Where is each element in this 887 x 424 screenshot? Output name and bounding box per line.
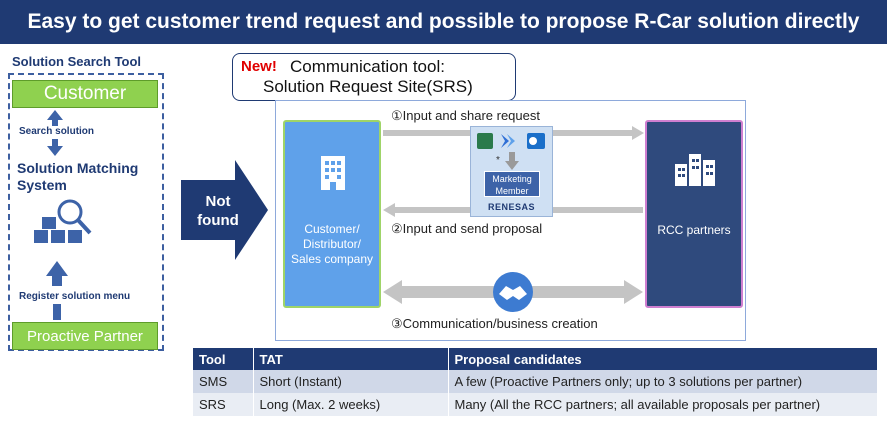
- table-cell: SRS: [193, 393, 254, 416]
- proactive-partner-label: Proactive Partner: [27, 327, 143, 345]
- up-arrow-icon: [47, 110, 63, 126]
- solution-search-tool-frame: [8, 73, 164, 351]
- register-solution-menu-label: Register solution menu: [19, 291, 131, 302]
- marketing-line1: Marketing: [492, 174, 532, 184]
- table-row: SRS Long (Max. 2 weeks) Many (All the RC…: [193, 393, 878, 416]
- step-3-label: ③Communication/business creation: [391, 316, 598, 331]
- building-icon: [321, 156, 345, 190]
- marketing-line2: Member: [495, 186, 529, 196]
- srs-title-box: [232, 53, 516, 101]
- table-cell: Short (Instant): [253, 370, 449, 393]
- customer-line-3: Sales company: [290, 252, 374, 266]
- not-found-line1: Not: [205, 193, 231, 210]
- city-buildings-icon: [675, 154, 715, 186]
- rcc-partners-column: RCC partners: [645, 120, 743, 308]
- customer-line-2: Distributor/: [302, 237, 361, 251]
- not-found-label: Not found: [190, 192, 246, 230]
- matching-system-icon: [34, 199, 92, 243]
- customer-line-1: Customer/: [304, 222, 360, 236]
- office-apps-icon: [477, 133, 545, 149]
- marketing-member-box: Marketing Member: [484, 171, 540, 197]
- handshake-icon: [493, 272, 533, 312]
- header-tool: Tool: [193, 348, 254, 370]
- page-banner: Easy to get customer trend request and p…: [0, 0, 887, 44]
- step-1-label: ①Input and share request: [391, 108, 540, 123]
- search-solution-label: Search solution: [19, 126, 95, 137]
- proposal-arrow-icon: [383, 203, 643, 217]
- new-tag: New!: [241, 58, 277, 75]
- header-tat: TAT: [253, 348, 449, 370]
- down-arrow-icon: [47, 139, 63, 156]
- solution-search-tool-title: Solution Search Tool: [12, 54, 142, 69]
- customer-box: Customer: [12, 80, 158, 108]
- system-label-line1: Solution Matching: [17, 160, 139, 176]
- solution-matching-system-label: Solution Matching System: [17, 160, 138, 194]
- up-arrow-small-icon: [53, 304, 61, 320]
- comparison-table: Tool TAT Proposal candidates SMS Short (…: [193, 348, 878, 416]
- system-label-line2: System: [17, 177, 67, 193]
- not-found-arrow-icon: [181, 160, 268, 260]
- table-header-row: Tool TAT Proposal candidates: [193, 348, 878, 370]
- not-found-line2: found: [197, 212, 239, 229]
- asterisk-mark: *: [496, 155, 500, 166]
- rcc-partners-label: RCC partners: [657, 223, 731, 237]
- srs-title-line2: Solution Request Site(SRS): [263, 77, 473, 96]
- customer-column: Customer/ Distributor/ Sales company: [283, 120, 381, 308]
- renesas-logo: RENESAS: [487, 202, 535, 212]
- up-arrow-large-icon: [46, 261, 68, 286]
- table-row: SMS Short (Instant) A few (Proactive Par…: [193, 370, 878, 393]
- step-2-label: ②Input and send proposal: [391, 221, 543, 236]
- header-proposal-candidates: Proposal candidates: [448, 348, 878, 370]
- customer-label: Customer: [43, 83, 127, 104]
- srs-title-line1: Communication tool:: [290, 57, 445, 76]
- banner-title: Easy to get customer trend request and p…: [27, 10, 860, 33]
- down-arrow-gray-icon: [505, 152, 519, 170]
- table-cell: Long (Max. 2 weeks): [253, 393, 449, 416]
- table-cell: SMS: [193, 370, 254, 393]
- table-cell: A few (Proactive Partners only; up to 3 …: [448, 370, 878, 393]
- proactive-partner-box: Proactive Partner: [12, 322, 158, 350]
- request-arrow-icon: [383, 126, 644, 140]
- table-cell: Many (All the RCC partners; all availabl…: [448, 393, 878, 416]
